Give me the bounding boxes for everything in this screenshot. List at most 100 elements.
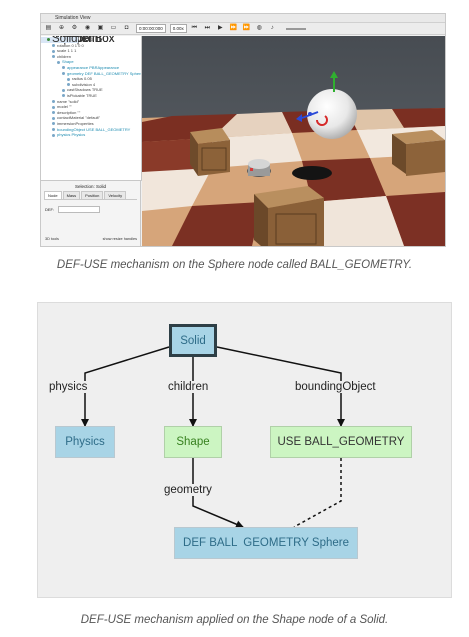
field-icon [67, 83, 70, 87]
scene-tree-item[interactable]: contactMaterial "default" [41, 115, 141, 121]
node-icon [47, 38, 50, 42]
panel-footer: 3D tools show resize handles [45, 237, 137, 241]
scene-tree-label: WoodenBox [52, 36, 115, 45]
wooden-box-right [392, 130, 445, 176]
settings-icon[interactable]: ⚙ [71, 25, 78, 31]
field-icon [52, 111, 55, 115]
add-node-icon[interactable]: ⊕ [58, 25, 65, 31]
scene-tree-label: Solid [52, 36, 78, 45]
play-icon[interactable]: ▶ [217, 25, 223, 31]
scene-tree-label: description "" [57, 109, 81, 115]
scene-tree-label: immersionProperties [57, 120, 94, 126]
scene-tree-label: boundingObject USE BALL_GEOMETRY [57, 126, 131, 132]
def-use-diagram: Solid Physics Shape USE BALL_GEOMETRY DE… [37, 302, 452, 598]
field-icon [52, 49, 55, 53]
edge-geometry [192, 458, 244, 528]
field-icon [62, 88, 65, 92]
field-icon [62, 94, 65, 98]
edge-label-physics: physics [49, 381, 88, 393]
scene-tree-item[interactable]: immersionProperties [41, 121, 141, 127]
scene-tree-item[interactable]: castShadows TRUE [41, 87, 141, 93]
scene-tree-label: geometry DEF BALL_GEOMETRY Sphere [67, 70, 142, 76]
scene-tree-label: WoodenBox [52, 36, 115, 45]
scene-tree-item[interactable]: model "" [41, 104, 141, 110]
scene-tree-label: Shape [62, 59, 74, 65]
scene-tree-label: rotation 0 1 0 0 [57, 42, 84, 48]
ball-sphere [296, 71, 357, 139]
field-icon [62, 72, 65, 75]
scene-tree-item[interactable]: scale 1 1 1 [41, 48, 141, 54]
scene-tree-item[interactable]: rotation 0 1 0 0 [41, 43, 141, 49]
field-icon [52, 133, 55, 137]
field-icon [52, 105, 55, 109]
tab-position[interactable]: Position [81, 191, 104, 199]
node-use-ball-geometry: USE BALL_GEOMETRY [270, 426, 412, 458]
def-label: DEF: [45, 207, 55, 212]
def-input[interactable] [58, 206, 101, 213]
panel-title: Selection: Solid [74, 184, 107, 189]
node-def-ball-geometry: DEF BALL GEOMETRY Sphere [174, 527, 358, 559]
scene-tree-item[interactable]: description "" [41, 110, 141, 116]
tab-mass[interactable]: Mass [62, 191, 81, 199]
simulation-time: 0:00:00:000 [136, 24, 166, 33]
wooden-box-front [254, 186, 324, 246]
reset-icon[interactable]: ⏮ [191, 25, 197, 31]
step-icon[interactable]: ⏭ [204, 25, 210, 31]
scene-tree-item[interactable]: Solid [41, 36, 78, 45]
node-def-label: DEF BALL GEOMETRY Sphere [183, 537, 349, 549]
simulation-speed: 0.00x [169, 24, 187, 33]
field-icon [52, 122, 55, 126]
e-puck-robot [247, 159, 271, 177]
tab-velocity[interactable]: Velocity [104, 191, 127, 199]
field-icon [52, 55, 55, 59]
camera-icon[interactable]: ◘ [124, 25, 129, 31]
field-icon [67, 77, 70, 81]
panel-tabs: Node Mass Position Velocity [44, 191, 137, 200]
scene-tree-label: name "solid" [57, 98, 80, 104]
screenshot-icon[interactable]: ▭ [110, 25, 117, 31]
field-icon [52, 99, 55, 103]
field-icon [52, 44, 55, 48]
scene-tree-item[interactable]: geometry DEF BALL_GEOMETRY Sphere [41, 71, 141, 77]
scene-tree-label: model "" [57, 104, 72, 110]
field-icon [52, 116, 55, 120]
fast-icon[interactable]: ⏩ [229, 25, 238, 31]
rendering-icon[interactable]: ◍ [256, 25, 262, 31]
scene-tree-label: contactMaterial "default" [57, 115, 101, 121]
scene-tree-label: children [57, 53, 72, 59]
scene-tree-item[interactable]: name "solid" [41, 99, 141, 105]
scene-tree-item[interactable]: appearance PBRAppearance [41, 65, 141, 71]
faster-icon[interactable]: ⏩ [242, 25, 251, 31]
scene-tree: ViewpointWoodenBoxWoodenBoxWoodenBoxE-pu… [41, 36, 142, 181]
edge-bounding-object [216, 346, 345, 427]
simulation-screenshot: Simulation View ▤ ⊕ ⚙ ◉ ▣ ▭ ◘ 0:00:00:00… [40, 13, 446, 247]
volume-slider[interactable] [285, 27, 306, 30]
window-title: Simulation View [41, 14, 445, 23]
edge-label-bounding-object: boundingObject [295, 381, 376, 393]
scene-tree-label: isPickable TRUE [67, 92, 97, 98]
tab-node[interactable]: Node [44, 191, 62, 199]
record-icon[interactable]: ▣ [97, 25, 104, 31]
resize-handles-toggle[interactable]: show resize handles [102, 237, 137, 241]
edge-label-geometry: geometry [164, 484, 212, 496]
node-shape: Shape [164, 426, 222, 458]
scene-tree-item[interactable]: isPickable TRUE [41, 93, 141, 99]
view-icon[interactable]: ◉ [84, 25, 91, 31]
panel-toggle-icon[interactable]: ▤ [45, 25, 52, 31]
scene-tree-item[interactable]: subdivision 4 [41, 82, 141, 88]
sound-icon[interactable]: ♪ [270, 25, 274, 31]
toolbar: ▤ ⊕ ⚙ ◉ ▣ ▭ ◘ 0:00:00:000 0.00x ⏮ ⏭ ▶ ⏩ … [41, 23, 445, 35]
scene-tree-item[interactable]: Shape [41, 59, 141, 65]
caption-diagram: DEF-USE mechanism applied on the Shape n… [80, 614, 389, 626]
scene-tree-item[interactable]: radius 0.05 [41, 76, 141, 82]
node-physics: Physics [55, 426, 115, 458]
3d-viewport[interactable] [142, 36, 445, 246]
wooden-box-left [190, 128, 230, 176]
def-row: DEF: [45, 206, 136, 213]
scene-tree-item[interactable]: physics Physics [41, 132, 141, 138]
scene-tree-label: WoodenBox [52, 36, 115, 45]
scene-tree-label: physics Physics [57, 132, 86, 138]
scene-tree-item[interactable]: boundingObject USE BALL_GEOMETRY [41, 127, 141, 133]
scene-tree-label: radius 0.05 [72, 76, 92, 82]
scene-tree-item[interactable]: children [41, 54, 141, 60]
